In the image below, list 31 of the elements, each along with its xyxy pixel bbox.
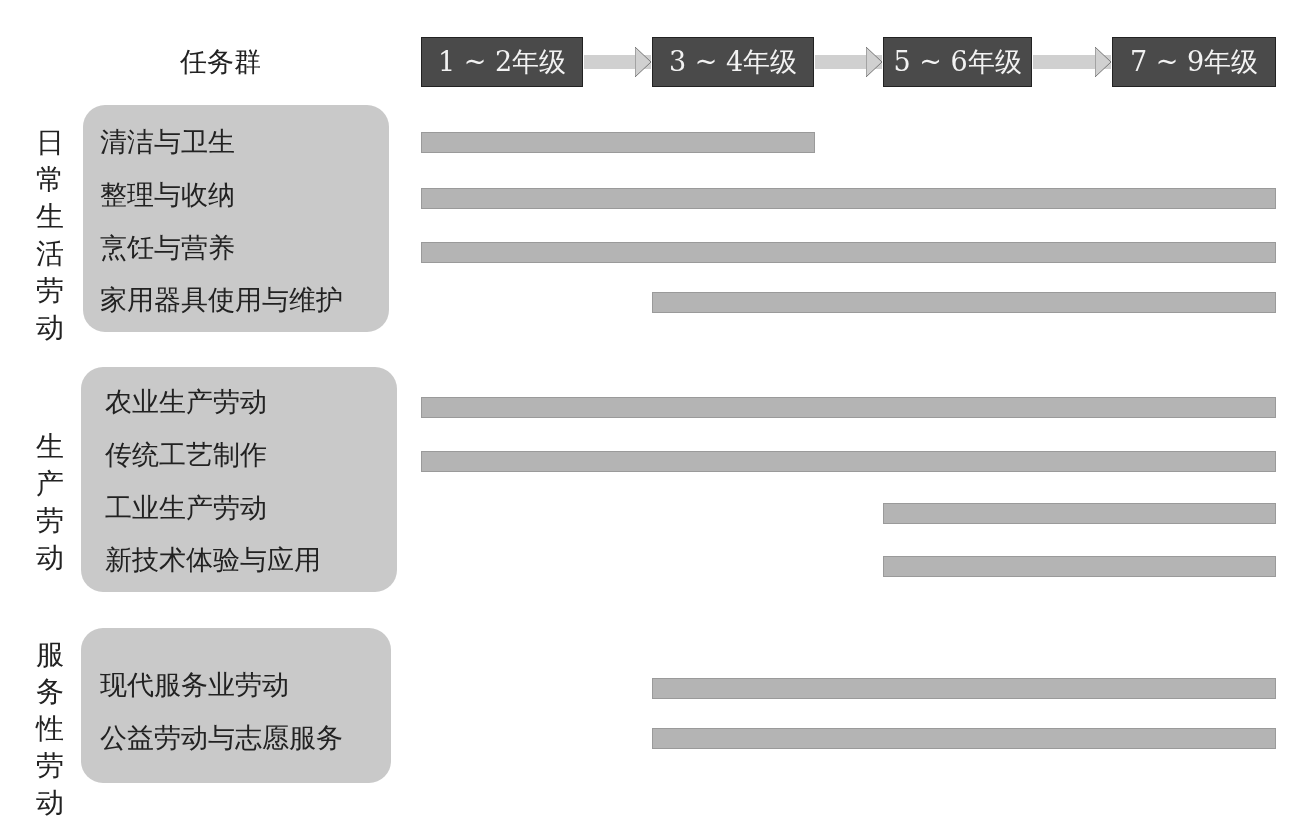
task-name: 公益劳动与志愿服务	[100, 721, 343, 755]
task-name: 新技术体验与应用	[105, 543, 321, 577]
timeline-bar	[421, 242, 1276, 263]
group-heading: 日常生活劳动	[35, 125, 65, 346]
timeline-bar	[421, 451, 1276, 472]
task-name: 家用器具使用与维护	[100, 283, 343, 317]
timeline-bar	[652, 728, 1276, 749]
column-heading: 任务群	[180, 45, 261, 79]
grade-header: 5 ~ 6年级	[883, 37, 1032, 87]
group-heading: 服务性劳动	[34, 637, 65, 818]
grade-header: 3 ~ 4年级	[652, 37, 814, 87]
timeline-bar	[883, 556, 1276, 577]
timeline-bar	[652, 678, 1276, 699]
group-heading: 生产劳动	[35, 429, 65, 576]
arrow	[815, 46, 883, 78]
grade-header: 1 ~ 2年级	[421, 37, 583, 87]
timeline-bar	[421, 397, 1276, 418]
grade-header: 7 ~ 9年级	[1112, 37, 1276, 87]
timeline-bar	[883, 503, 1276, 524]
arrow	[584, 46, 652, 78]
timeline-bar	[652, 292, 1276, 313]
timeline-bar	[421, 188, 1276, 209]
timeline-bar	[421, 132, 815, 153]
task-name: 清洁与卫生	[100, 125, 235, 159]
task-name: 现代服务业劳动	[100, 668, 289, 702]
task-name: 工业生产劳动	[105, 491, 267, 525]
arrow	[1033, 46, 1112, 78]
task-name: 整理与收纳	[100, 178, 235, 212]
task-name: 农业生产劳动	[105, 385, 267, 419]
task-name: 烹饪与营养	[100, 231, 235, 265]
task-name: 传统工艺制作	[105, 438, 267, 472]
